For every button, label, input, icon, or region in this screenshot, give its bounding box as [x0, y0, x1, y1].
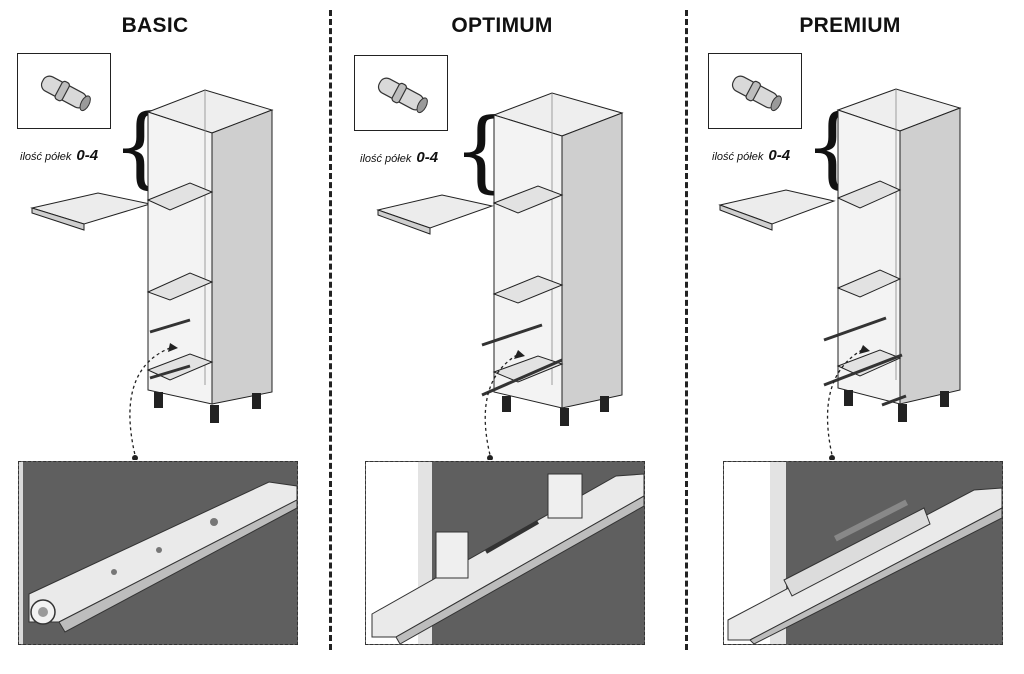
shelf-pin-icon — [377, 77, 428, 114]
shelf-pin-icon — [731, 75, 782, 112]
shelf-count-range: 0-4 — [76, 147, 99, 164]
shelf-count-range: 0-4 — [768, 147, 791, 164]
cabinet-illustration — [718, 88, 962, 460]
shelf-pin-box — [354, 55, 448, 131]
shelf-count-text: ilość półek — [20, 151, 72, 163]
cabinet-illustration — [30, 89, 274, 460]
runner-detail-drawing — [19, 462, 297, 644]
shelf-pin-icon — [40, 75, 91, 112]
shelf-count-text: ilość półek — [712, 151, 764, 163]
shelf-count-label: ilość półek 0-4 — [712, 147, 790, 165]
column-divider-2 — [685, 10, 688, 650]
shelf-count-range: 0-4 — [416, 149, 439, 166]
runner-detail-view — [18, 461, 298, 645]
runner-detail-drawing — [366, 462, 644, 644]
runner-detail-drawing — [724, 462, 1002, 644]
shelf-count-label: ilość półek 0-4 — [360, 149, 438, 167]
column-title: PREMIUM — [799, 14, 901, 37]
runner-detail-view — [365, 461, 645, 645]
column-divider-1 — [329, 10, 332, 650]
shelf-count-label: ilość półek 0-4 — [20, 147, 98, 165]
column-title: OPTIMUM — [451, 14, 553, 37]
shelf-count-text: ilość półek — [360, 153, 412, 165]
shelf-pin-box — [17, 53, 111, 129]
runner-detail-view — [723, 461, 1003, 645]
cabinet-illustration — [376, 92, 624, 460]
shelf-pin-box — [708, 53, 802, 129]
column-title: BASIC — [121, 14, 189, 37]
